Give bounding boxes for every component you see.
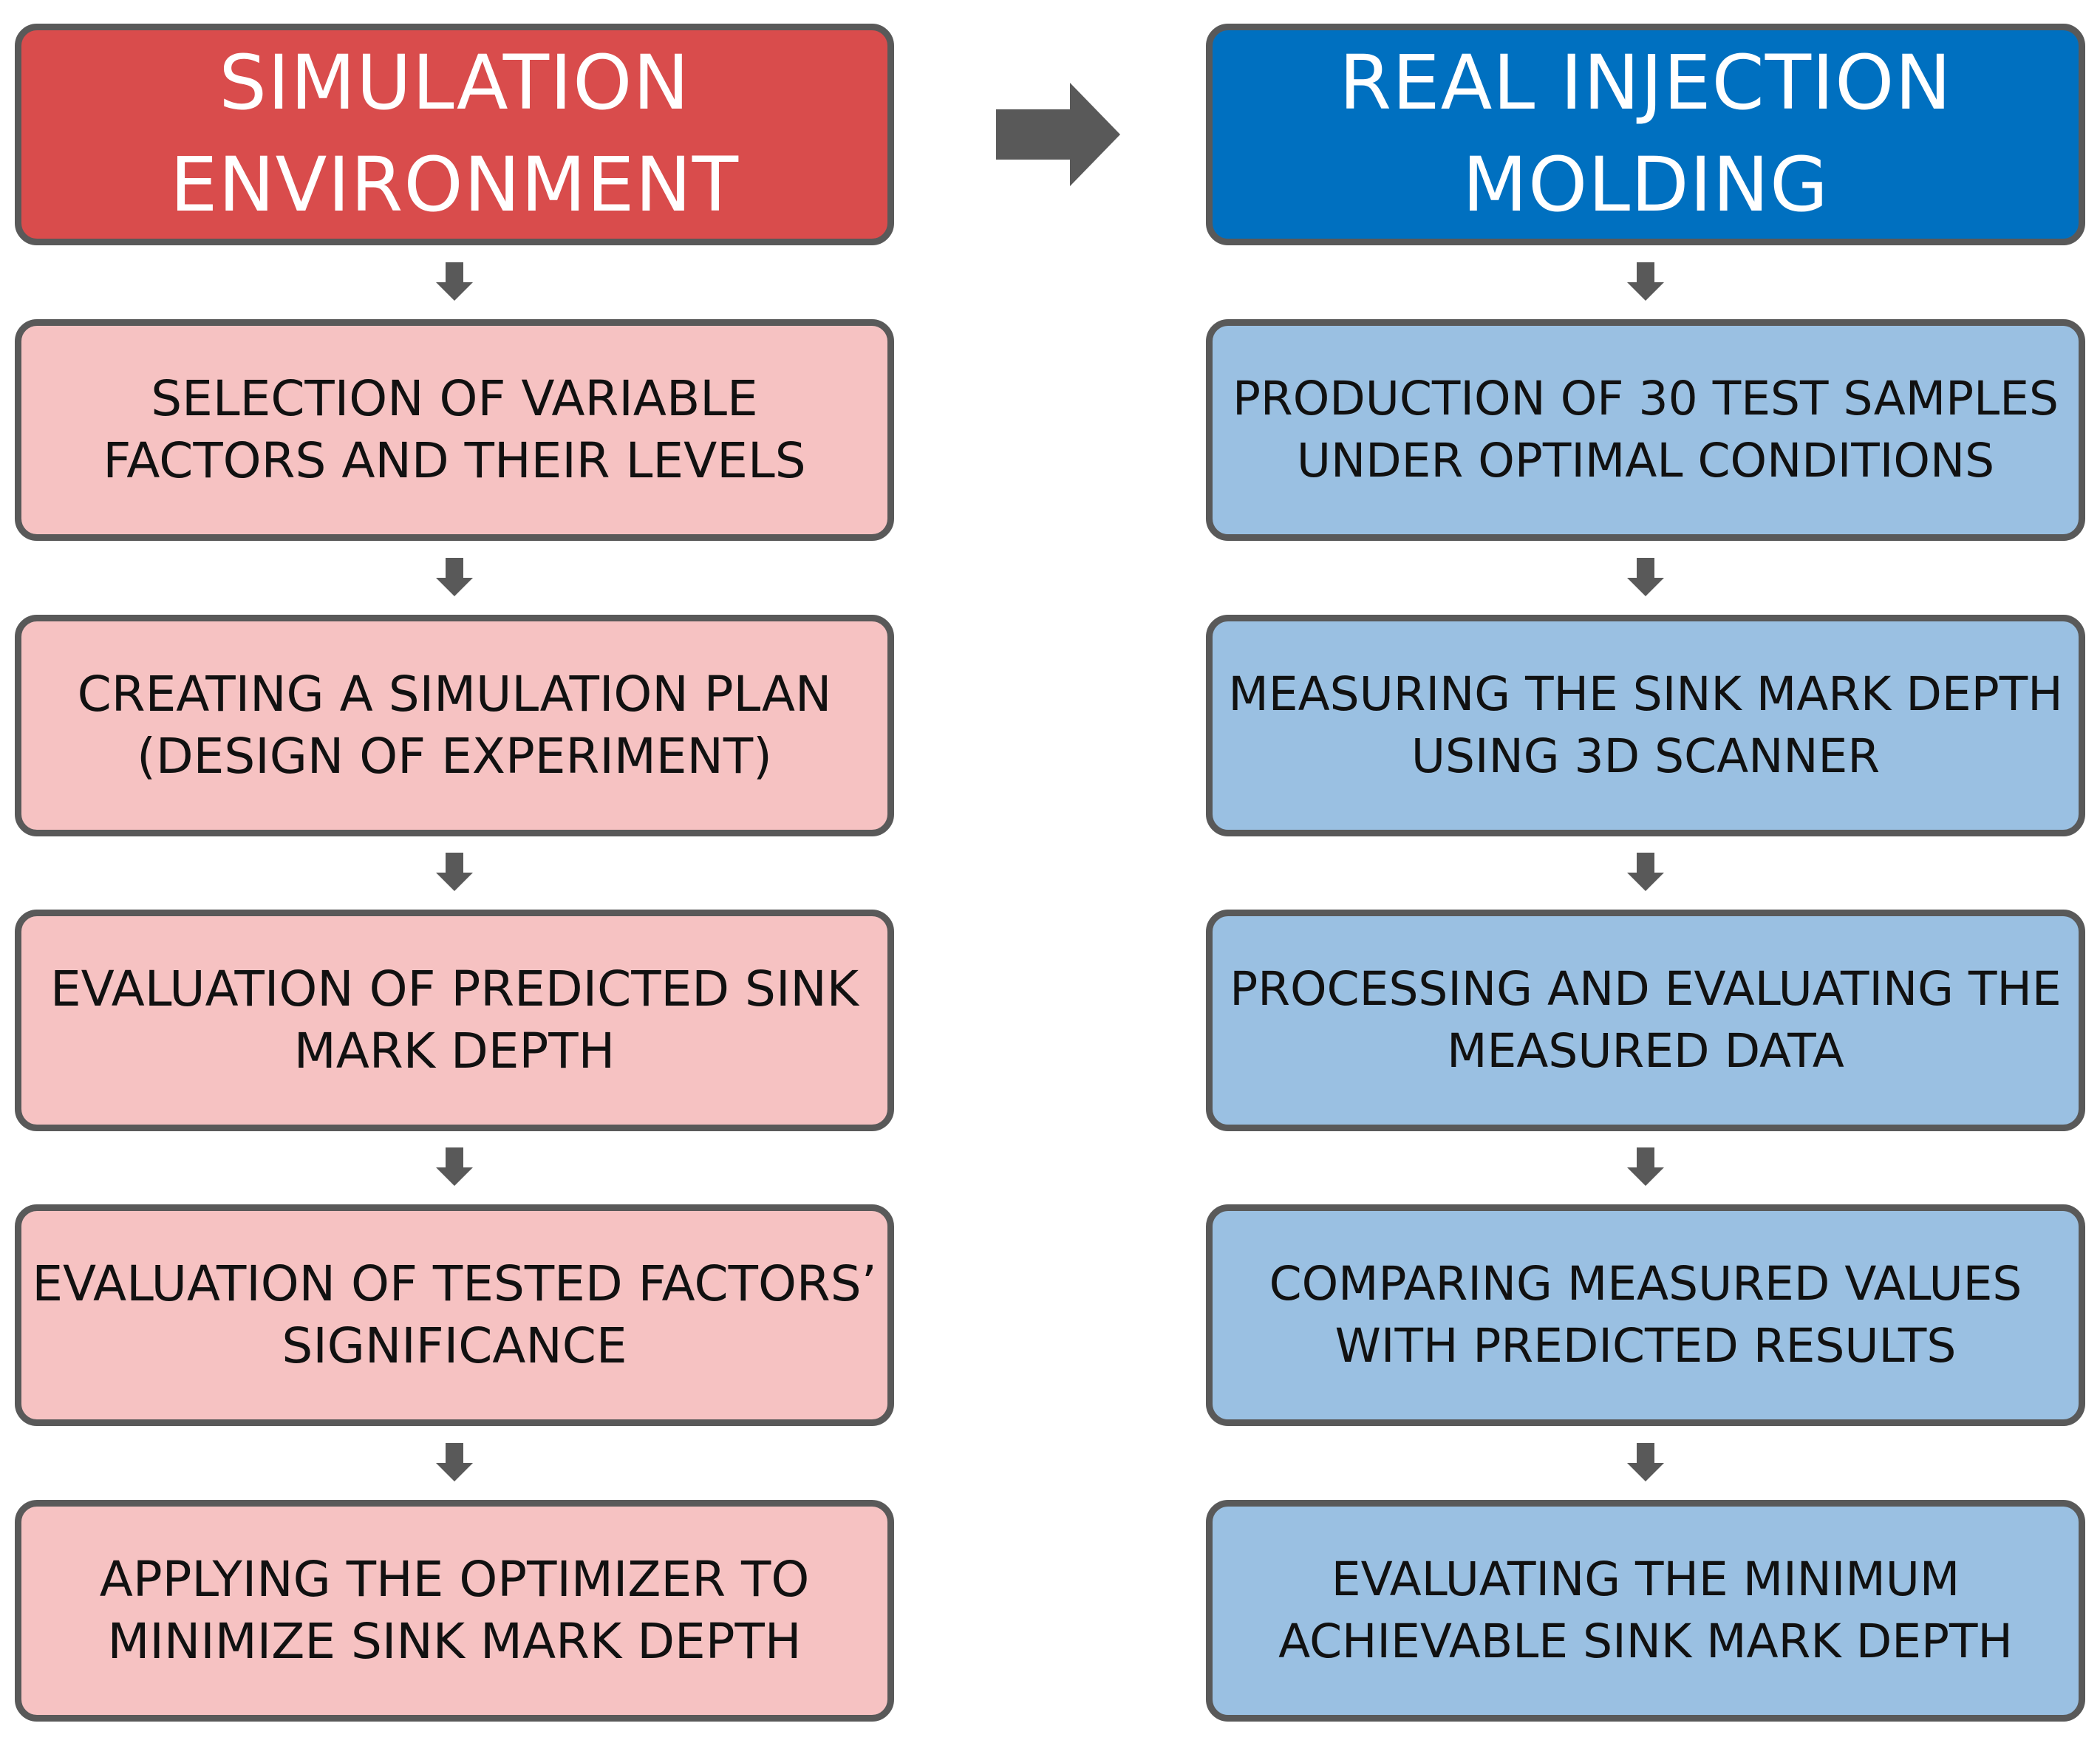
simulation-step-3: EVALUATION OF PREDICTED SINK MARK DEPTH	[15, 910, 894, 1131]
simulation-step-4: EVALUATION OF TESTED FACTORS’ SIGNIFICAN…	[15, 1204, 894, 1426]
real-molding-step-5-text: EVALUATING THE MINIMUM ACHIEVABLE SINK M…	[1278, 1552, 2013, 1668]
real-molding-header-text: REAL INJECTION MOLDING	[1339, 39, 1952, 229]
simulation-step-3-text: EVALUATION OF PREDICTED SINK MARK DEPTH	[50, 961, 859, 1079]
down-arrow-icon	[1627, 558, 1664, 596]
simulation-header-box: SIMULATION ENVIRONMENT	[15, 24, 894, 245]
simulation-step-2-text: CREATING A SIMULATION PLAN (DESIGN OF EX…	[77, 666, 832, 785]
down-arrow-icon	[436, 1147, 473, 1186]
down-arrow-icon	[436, 853, 473, 891]
real-molding-step-1-text: PRODUCTION OF 30 TEST SAMPLES UNDER OPTI…	[1232, 372, 2059, 488]
simulation-step-5: APPLYING THE OPTIMIZER TO MINIMIZE SINK …	[15, 1500, 894, 1722]
down-arrow-icon	[436, 262, 473, 301]
real-molding-step-2-text: MEASURING THE SINK MARK DEPTH USING 3D S…	[1228, 667, 2063, 783]
real-molding-step-4-text: COMPARING MEASURED VALUES WITH PREDICTED…	[1269, 1257, 2022, 1373]
real-molding-step-5: EVALUATING THE MINIMUM ACHIEVABLE SINK M…	[1206, 1500, 2085, 1722]
real-molding-step-3: PROCESSING AND EVALUATING THE MEASURED D…	[1206, 910, 2085, 1131]
down-arrow-icon	[1627, 1443, 1664, 1481]
simulation-step-2: CREATING A SIMULATION PLAN (DESIGN OF EX…	[15, 615, 894, 836]
down-arrow-icon	[1627, 1147, 1664, 1186]
down-arrow-icon	[436, 1443, 473, 1481]
simulation-step-4-text: EVALUATION OF TESTED FACTORS’ SIGNIFICAN…	[32, 1255, 877, 1374]
simulation-step-5-text: APPLYING THE OPTIMIZER TO MINIMIZE SINK …	[99, 1551, 810, 1670]
right-arrow-icon	[996, 83, 1120, 186]
real-molding-step-3-text: PROCESSING AND EVALUATING THE MEASURED D…	[1230, 962, 2062, 1078]
simulation-header-text: SIMULATION ENVIRONMENT	[169, 39, 740, 229]
real-molding-step-1: PRODUCTION OF 30 TEST SAMPLES UNDER OPTI…	[1206, 319, 2085, 541]
real-molding-step-4: COMPARING MEASURED VALUES WITH PREDICTED…	[1206, 1204, 2085, 1426]
down-arrow-icon	[1627, 262, 1664, 301]
real-molding-step-2: MEASURING THE SINK MARK DEPTH USING 3D S…	[1206, 615, 2085, 836]
simulation-step-1-text: SELECTION OF VARIABLE FACTORS AND THEIR …	[103, 370, 806, 489]
simulation-step-1: SELECTION OF VARIABLE FACTORS AND THEIR …	[15, 319, 894, 541]
down-arrow-icon	[436, 558, 473, 596]
real-molding-header-box: REAL INJECTION MOLDING	[1206, 24, 2085, 245]
down-arrow-icon	[1627, 853, 1664, 891]
